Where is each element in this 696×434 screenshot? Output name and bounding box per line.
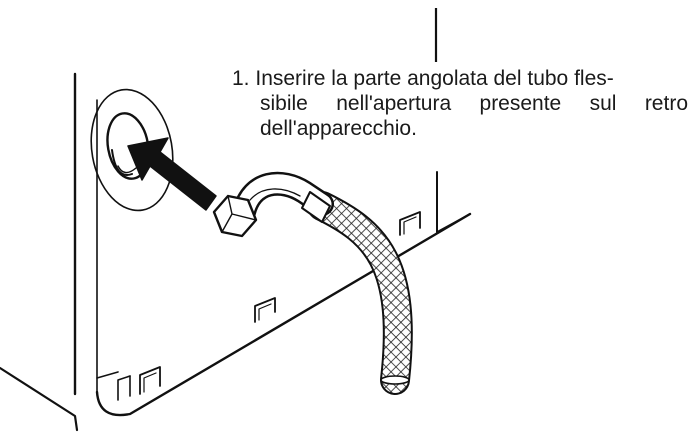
step-line-2: sibile nell'apertura presente sul retro <box>260 92 688 115</box>
installation-step-1: 1. Inserire la parte angolata del tubo f… <box>232 66 688 141</box>
step-line-1: 1. Inserire la parte angolata del tubo f… <box>232 67 614 90</box>
arrow-icon <box>127 137 217 211</box>
step-line-3: dell'apparecchio. <box>260 117 417 140</box>
hose <box>212 171 413 395</box>
appliance-body <box>0 72 472 432</box>
step-number: 1. <box>232 67 250 90</box>
